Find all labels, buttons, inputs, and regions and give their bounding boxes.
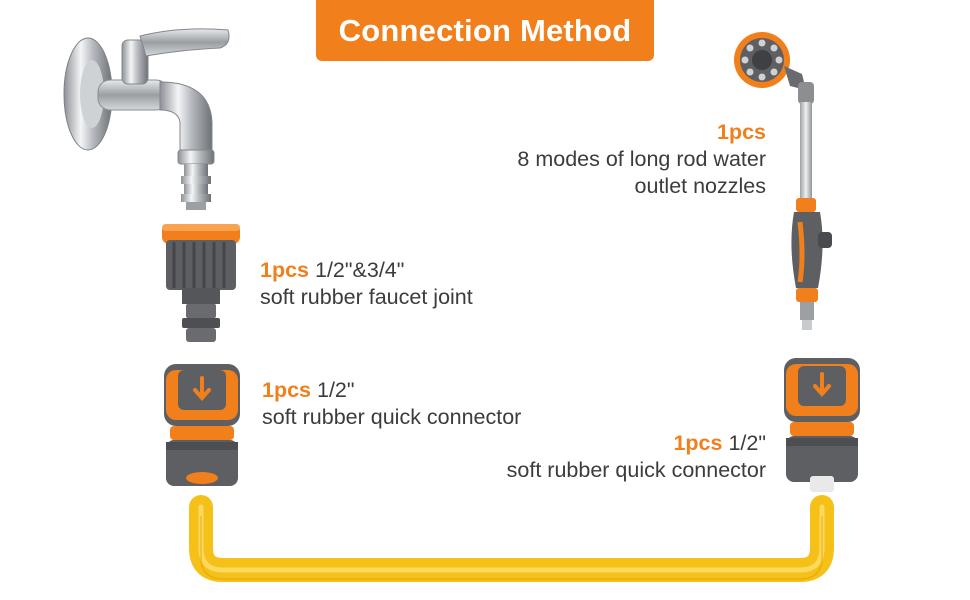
right-connector-qty: 1pcs — [673, 431, 723, 455]
faucet-joint-size: 1/2"&3/4" — [315, 258, 405, 282]
left-connector-label: 1pcs 1/2" soft rubber quick connector — [262, 377, 521, 431]
faucet-joint-desc: soft rubber faucet joint — [260, 285, 473, 309]
page-title: Connection Method — [338, 12, 632, 48]
faucet-joint-qty: 1pcs — [260, 258, 310, 282]
nozzle-qty: 1pcs — [716, 120, 766, 144]
right-connector-desc: soft rubber quick connector — [506, 458, 766, 482]
title-banner: Connection Method — [316, 0, 654, 61]
right-connector-size: 1/2" — [728, 431, 766, 455]
faucet-joint-label: 1pcs 1/2"&3/4" soft rubber faucet joint — [260, 257, 473, 311]
quick-connector-icon — [784, 358, 860, 492]
quick-connector-icon — [164, 364, 240, 486]
left-connector-size: 1/2" — [317, 378, 355, 402]
nozzle-label: 1pcs 8 modes of long rod water outlet no… — [517, 119, 766, 200]
nozzle-desc-line1: 8 modes of long rod water — [517, 147, 766, 171]
left-connector-desc: soft rubber quick connector — [262, 405, 522, 429]
left-connector-qty: 1pcs — [262, 378, 312, 402]
nozzle-desc-line2: outlet nozzles — [634, 174, 766, 198]
faucet-joint-icon — [162, 224, 240, 342]
faucet-icon — [63, 28, 230, 210]
spray-nozzle-wand-icon — [734, 32, 832, 330]
right-connector-label: 1pcs 1/2" soft rubber quick connector — [507, 430, 766, 484]
